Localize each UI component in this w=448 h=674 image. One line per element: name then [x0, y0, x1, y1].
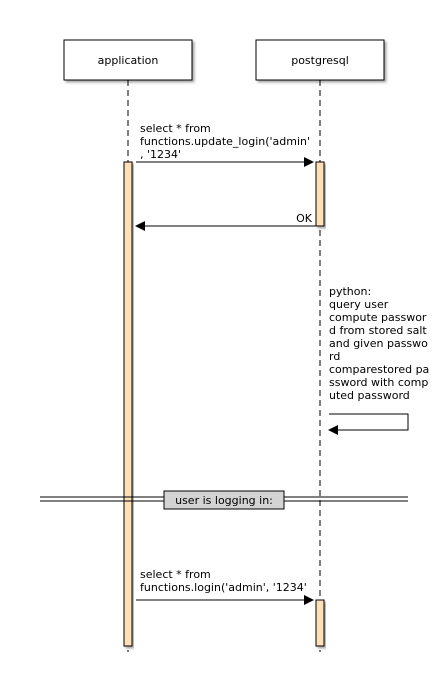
arrowhead-right-icon — [304, 157, 314, 167]
self-message-python: python: query user compute passwor d fro… — [328, 285, 429, 435]
message-login: select * from functions.login('admin', '… — [136, 568, 314, 605]
message-1-line-1: select * from — [140, 122, 211, 135]
note-line-6: rd — [329, 350, 340, 363]
participant-application: application — [63, 39, 193, 81]
note-line-4: d from stored salt — [329, 324, 427, 337]
arrowhead-left-icon — [328, 425, 338, 435]
message-ok: OK — [135, 212, 316, 231]
message-update-login: select * from functions.update_login('ad… — [136, 122, 314, 167]
divider-logging-in: user is logging in: — [40, 490, 408, 510]
note-line-2: query user — [329, 298, 389, 311]
activation-postgresql-1 — [315, 161, 325, 227]
participant-postgresql-label: postgresql — [291, 54, 349, 67]
participant-application-label: application — [98, 54, 159, 67]
arrowhead-left-icon — [135, 221, 145, 231]
note-line-8: ssword with comp — [329, 376, 428, 389]
participant-postgresql: postgresql — [255, 39, 385, 81]
divider-label: user is logging in: — [175, 494, 273, 507]
note-line-7: comparestored pa — [329, 363, 429, 376]
note-line-5: and given passwo — [329, 337, 428, 350]
note-line-1: python: — [329, 285, 371, 298]
message-1-line-2: functions.update_login('admin' — [140, 135, 310, 148]
message-3-line-2: functions.login('admin', '1234' — [140, 581, 307, 594]
message-2-label: OK — [296, 212, 313, 225]
message-3-line-1: select * from — [140, 568, 211, 581]
activation-application — [123, 161, 133, 647]
arrowhead-right-icon — [304, 595, 314, 605]
note-line-9: uted password — [329, 389, 410, 402]
activation-postgresql-2 — [315, 599, 325, 647]
message-1-line-3: , '1234' — [140, 148, 181, 161]
note-line-3: compute passwor — [329, 311, 427, 324]
